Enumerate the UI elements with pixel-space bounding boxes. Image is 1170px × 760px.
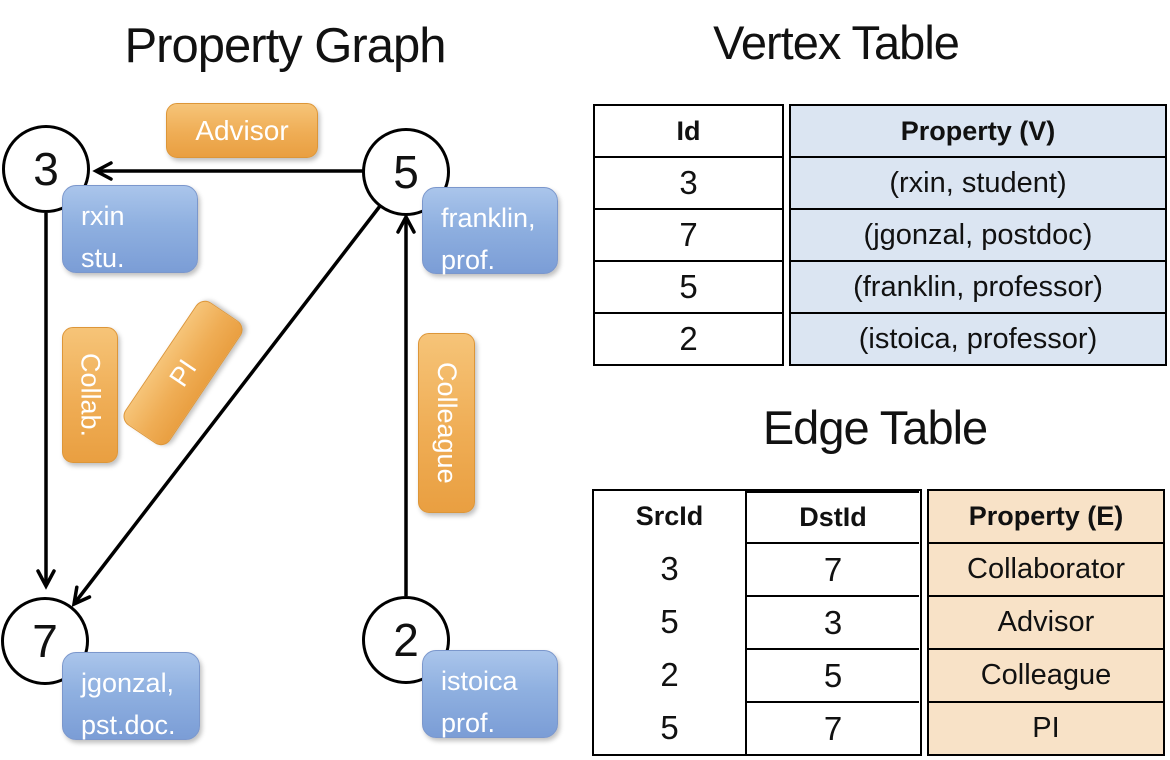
vertex-label-line: rxin xyxy=(81,201,125,231)
node-id-label: 3 xyxy=(33,143,59,195)
vertex-label-line: prof. xyxy=(441,244,496,275)
edge-label-collab: Collab. xyxy=(62,327,118,463)
vertex-id-cell: 2 xyxy=(595,312,782,364)
vertex-property-cell: (rxin, student) xyxy=(791,156,1165,208)
edge-label-colleague: Colleague xyxy=(418,333,475,513)
edge-table-title: Edge Table xyxy=(762,401,988,454)
edge-label-advisor: Advisor xyxy=(166,103,318,158)
column-header-property-v: Property (V) xyxy=(900,115,1056,146)
graph-node-2: 2 xyxy=(362,596,450,684)
vertex-label-line: pst.doc. xyxy=(81,709,176,740)
vertex-table-title: Vertex Table xyxy=(713,16,960,69)
vertex-table-property-column: Property (V) (rxin, student) (jgonzal, p… xyxy=(789,104,1167,366)
column-header-property-e: Property (E) xyxy=(968,501,1124,531)
vertex-id-cell: 7 xyxy=(595,208,782,260)
vertex-property-box-jgonzal: jgonzal, pst.doc. xyxy=(62,652,200,740)
edge-label-text: Colleague xyxy=(432,362,462,484)
graph-edges-layer xyxy=(36,161,416,607)
column-header-id: Id xyxy=(676,115,701,146)
vertex-property-box-franklin: franklin, prof. xyxy=(422,187,558,275)
column-header-srcid: SrcId xyxy=(635,501,704,531)
node-id-label: 5 xyxy=(393,146,419,198)
edge-property-cell: Collaborator xyxy=(929,542,1163,595)
vertex-table: Id 3 7 5 2 Property (V) (rxin, student) … xyxy=(593,104,1167,366)
vertex-label-line: prof. xyxy=(441,707,496,738)
node-id-label: 7 xyxy=(32,615,58,667)
edge-src-cell: 5 xyxy=(660,602,679,640)
property-graph-title: Property Graph xyxy=(124,19,447,73)
edge-table-ids-columns: SrcId DstId 3 7 5 3 2 5 5 7 xyxy=(592,489,922,756)
edge-property-cell: Colleague xyxy=(929,648,1163,701)
edge-label-text: Advisor xyxy=(195,114,289,146)
vertex-property-cell: (jgonzal, postdoc) xyxy=(791,208,1165,260)
vertex-id-cell: 3 xyxy=(595,156,782,208)
vertex-property-box-rxin: rxin stu. xyxy=(62,185,198,273)
node-id-label: 2 xyxy=(393,614,419,666)
edge-dst-cell: 3 xyxy=(745,595,919,648)
edge-dst-cell: 5 xyxy=(745,648,919,701)
edge-src-cell: 3 xyxy=(660,549,679,587)
edge-dst-cell: 7 xyxy=(745,701,919,754)
vertex-label-line: jgonzal, xyxy=(81,668,175,698)
vertex-label-line: istoica xyxy=(441,666,518,696)
vertex-property-cell: (franklin, professor) xyxy=(791,260,1165,312)
edge-label-text: Collab. xyxy=(75,352,106,438)
edge-dst-cell: 7 xyxy=(745,542,919,595)
vertex-id-cell: 5 xyxy=(595,260,782,312)
vertex-property-box-istoica: istoica prof. xyxy=(422,650,558,738)
vertex-table-id-column: Id 3 7 5 2 xyxy=(593,104,784,366)
edge-src-cell: 5 xyxy=(660,708,679,746)
edge-table-property-column: Property (E) Collaborator Advisor Collea… xyxy=(927,489,1165,756)
vertex-label-line: franklin, xyxy=(441,203,536,233)
column-header-dstid: DstId xyxy=(745,491,919,542)
edge-pi-5-to-7 xyxy=(71,204,382,607)
edge-property-cell: Advisor xyxy=(929,595,1163,648)
edge-table: SrcId DstId 3 7 5 3 2 5 5 7 Property (E)… xyxy=(592,489,1165,756)
vertex-label-line: stu. xyxy=(81,242,125,273)
edge-property-cell: PI xyxy=(929,701,1163,754)
edge-label-text: PI xyxy=(163,353,203,392)
vertex-property-cell: (istoica, professor) xyxy=(791,312,1165,364)
edge-src-cell: 2 xyxy=(660,655,679,693)
